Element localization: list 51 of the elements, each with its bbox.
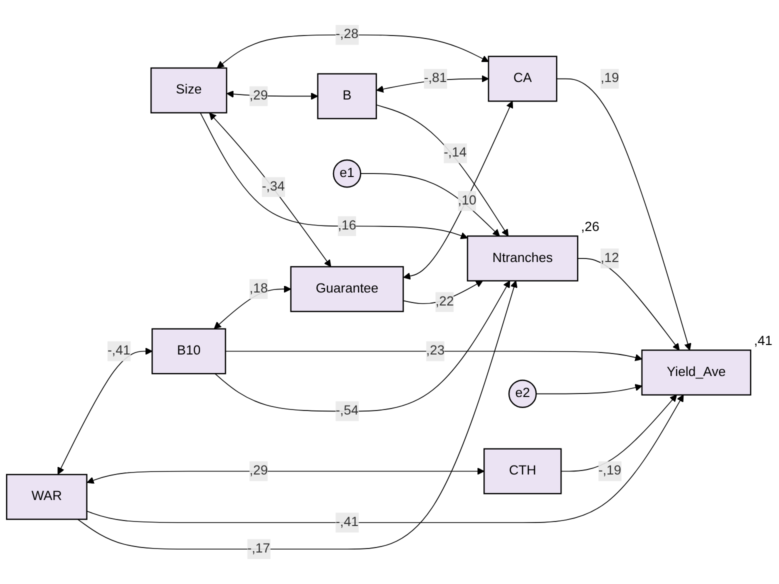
arrow xyxy=(560,394,677,472)
node-box: Guarantee xyxy=(290,266,404,312)
edge-label: -,41 xyxy=(336,515,358,530)
edge-label: -,14 xyxy=(444,146,467,160)
arrow xyxy=(556,78,692,350)
edge-label: ,12 xyxy=(600,250,620,266)
node-box: Size xyxy=(150,67,228,114)
arrow xyxy=(209,112,332,268)
arrow xyxy=(58,348,152,475)
arrow xyxy=(225,350,642,362)
node-box: Ntranches xyxy=(466,235,578,282)
node-box: WAR xyxy=(6,474,88,520)
arrow xyxy=(214,280,510,412)
arrow xyxy=(200,112,468,240)
edge-label: ,29 xyxy=(250,464,268,478)
arrow xyxy=(77,280,518,550)
node-circle: e1 xyxy=(332,159,362,188)
node-box: B10 xyxy=(152,328,226,374)
edge-label: ,22 xyxy=(435,294,454,309)
edge-label: -,19 xyxy=(598,464,622,478)
arrow xyxy=(403,100,514,280)
arrow xyxy=(86,468,484,484)
node-box: CTH xyxy=(483,448,562,494)
arrow xyxy=(226,90,318,100)
edge-label: -,41 xyxy=(108,344,130,358)
arrow xyxy=(360,173,500,236)
arrow xyxy=(536,384,642,394)
edge-label: -,17 xyxy=(247,542,270,556)
edge-label: ,23 xyxy=(426,344,445,358)
arrow xyxy=(577,258,680,350)
variance-label: ,26 xyxy=(580,219,600,234)
arrow xyxy=(376,75,489,93)
edge-label: -,81 xyxy=(424,71,447,86)
variance-label: ,41 xyxy=(754,333,772,348)
node-circle: e2 xyxy=(508,380,537,408)
edge-label: ,16 xyxy=(338,218,356,233)
edge-label: -,54 xyxy=(336,404,358,418)
arrow xyxy=(86,394,684,524)
edge-label: ,29 xyxy=(250,88,268,103)
edge-label: -,34 xyxy=(262,180,285,194)
edge-label: ,19 xyxy=(600,71,620,86)
arrow xyxy=(214,285,292,329)
edge-label: -,28 xyxy=(336,27,358,42)
node-box: Yield_Ave xyxy=(641,350,752,396)
arrow xyxy=(402,280,483,304)
arrow xyxy=(216,34,489,68)
arrow xyxy=(376,104,509,236)
edge-label: ,18 xyxy=(250,282,268,296)
node-box: B xyxy=(317,73,377,120)
edge-label: ,10 xyxy=(458,194,476,208)
node-box: CA xyxy=(488,56,558,102)
